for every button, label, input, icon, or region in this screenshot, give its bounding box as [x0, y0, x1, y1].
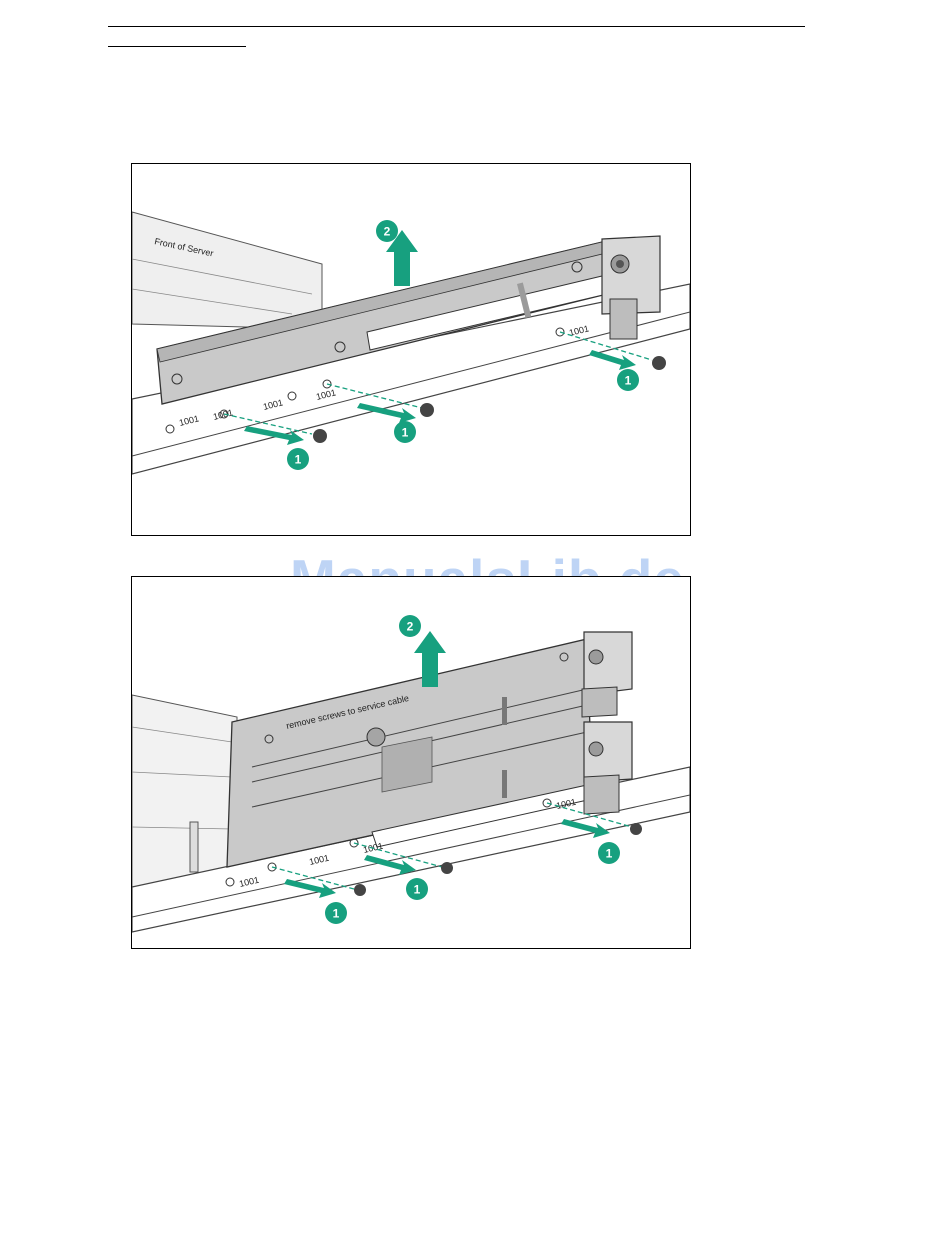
figure-rail-removal-1: Front of Server 1001 1001 1001 1001 1001 — [131, 163, 691, 536]
svg-text:1: 1 — [625, 374, 632, 388]
callout-1: 1 — [287, 448, 309, 470]
screw-icon — [652, 356, 666, 370]
illustration-1: Front of Server 1001 1001 1001 1001 1001 — [132, 164, 690, 535]
screw-icon — [313, 429, 327, 443]
header-rule-short — [108, 46, 246, 47]
svg-text:2: 2 — [384, 225, 391, 239]
screw-icon — [354, 884, 366, 896]
callout-1: 1 — [598, 842, 620, 864]
callout-2: 2 — [399, 615, 421, 637]
callout-1: 1 — [406, 878, 428, 900]
callout-1: 1 — [394, 421, 416, 443]
screw-icon — [630, 823, 642, 835]
callout-2: 2 — [376, 220, 398, 242]
illustration-2: remove screws to service cable 1001 1001… — [132, 577, 690, 948]
callout-1: 1 — [617, 369, 639, 391]
screw-icon — [441, 862, 453, 874]
svg-text:1: 1 — [333, 907, 340, 921]
callout-1: 1 — [325, 902, 347, 924]
svg-text:1: 1 — [295, 453, 302, 467]
svg-text:1: 1 — [606, 847, 613, 861]
figure-rail-removal-2: remove screws to service cable 1001 1001… — [131, 576, 691, 949]
svg-text:1: 1 — [402, 426, 409, 440]
header-rule — [108, 26, 805, 27]
svg-text:1: 1 — [414, 883, 421, 897]
svg-text:2: 2 — [407, 620, 414, 634]
screw-icon — [420, 403, 434, 417]
